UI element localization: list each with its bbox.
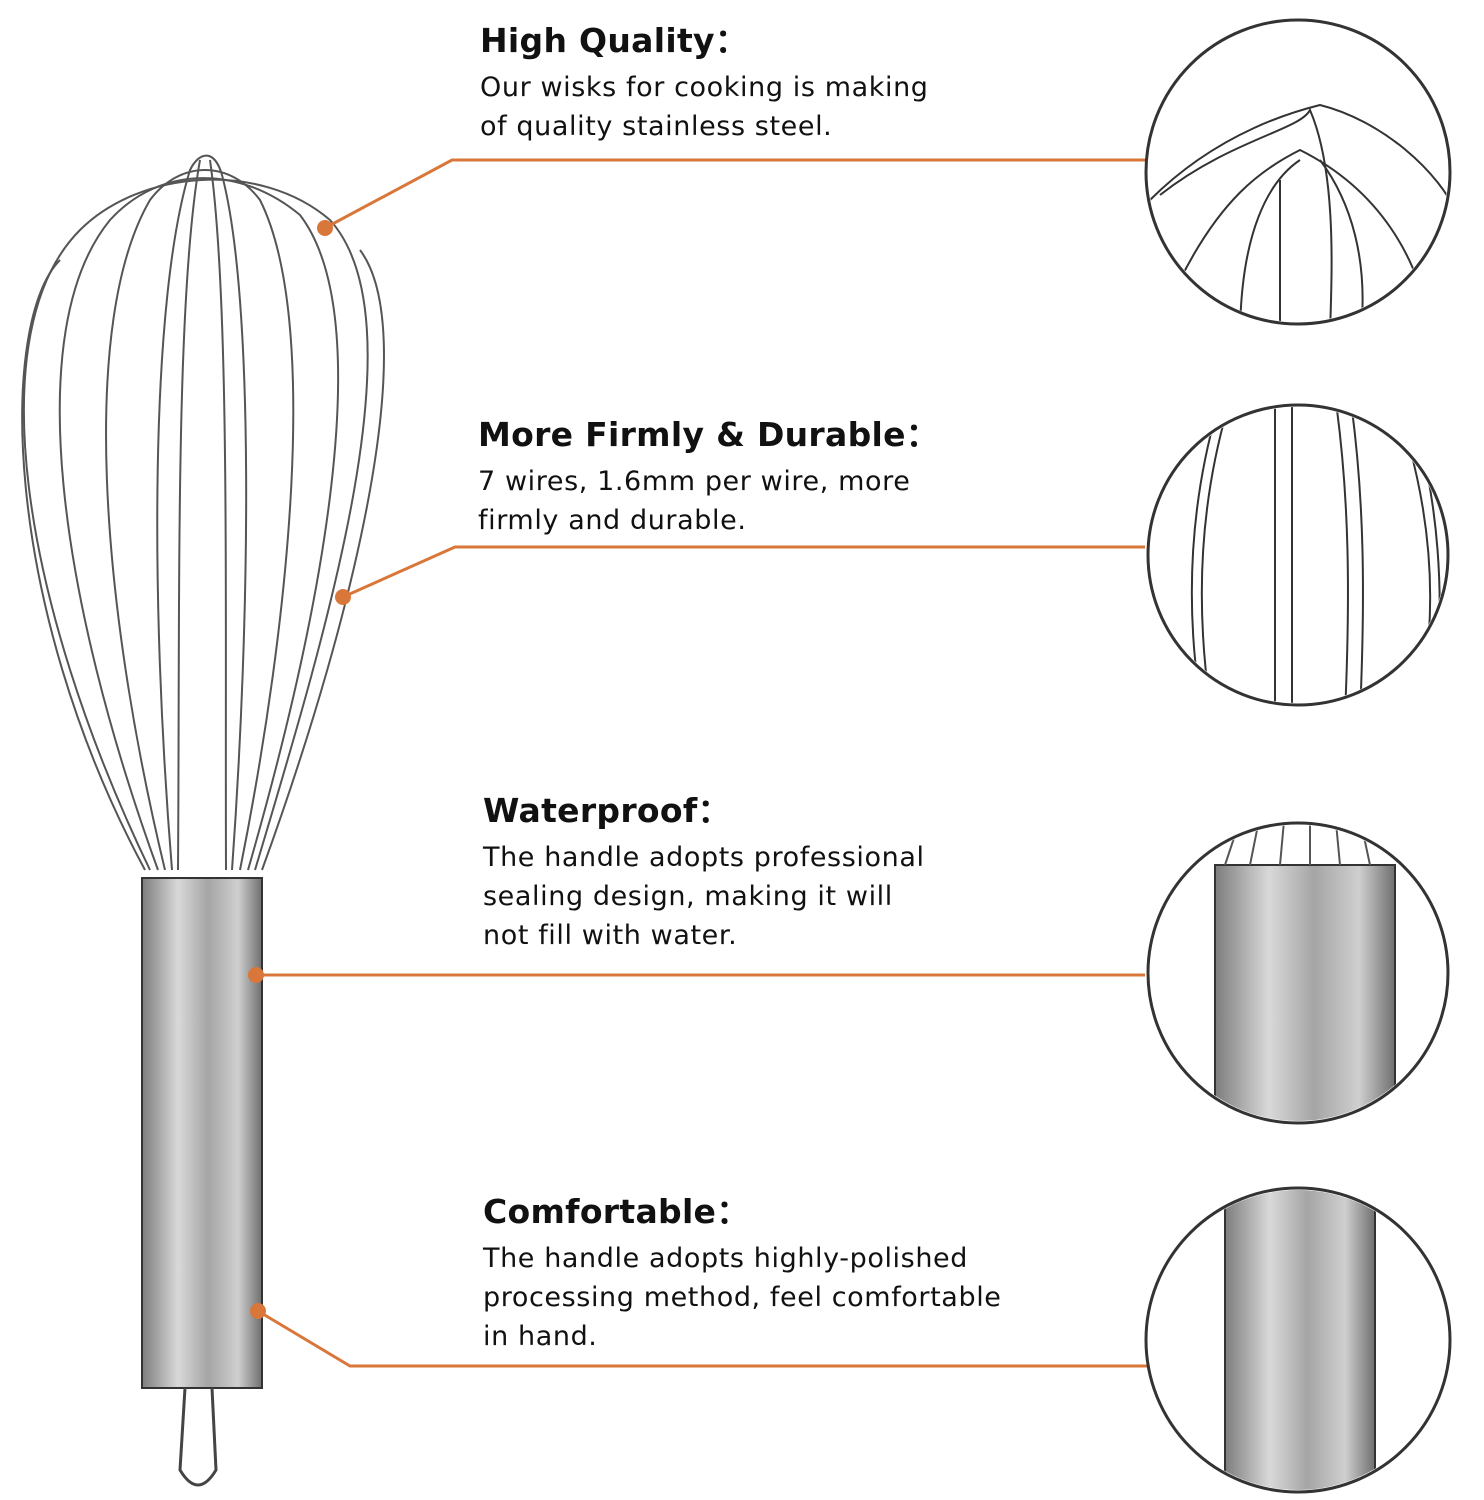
whisk-handle [141,877,263,1389]
feature-line: firmly and durable. [478,505,747,536]
detail-circle-wires [1146,403,1450,707]
leader-lines [256,158,1147,1368]
whisk-wires [21,154,385,871]
feature-line: of quality stainless steel. [480,111,833,142]
feature-title: Comfortable： [483,1192,750,1231]
feature-line: processing method, feel comfortable [483,1282,1002,1313]
detail-circle-handle-top [1214,825,1396,1121]
feature-title: More Firmly & Durable： [478,415,940,454]
feature-title: Waterproof： [483,791,731,830]
feature-line: not fill with water. [483,920,738,951]
detail-circle-handle [1224,1190,1376,1490]
feature-line: in hand. [483,1321,598,1352]
feature-line: 7 wires, 1.6mm per wire, more [478,466,911,497]
detail-circle-top [1144,18,1452,326]
callout-dots [248,220,351,1319]
feature-durable: More Firmly & Durable： 7 wires, 1.6mm pe… [478,408,939,540]
feature-line: The handle adopts professional [483,842,925,873]
feature-line: Our wisks for cooking is making [480,72,929,103]
feature-waterproof: Waterproof： The handle adopts profession… [483,784,925,955]
feature-line: sealing design, making it will [483,881,893,912]
feature-title: High Quality： [480,21,749,60]
feature-line: The handle adopts highly-polished [483,1243,968,1274]
feature-high-quality: High Quality： Our wisks for cooking is m… [480,14,929,146]
hanging-loop [178,1387,218,1487]
feature-comfortable: Comfortable： The handle adopts highly-po… [483,1185,1002,1356]
